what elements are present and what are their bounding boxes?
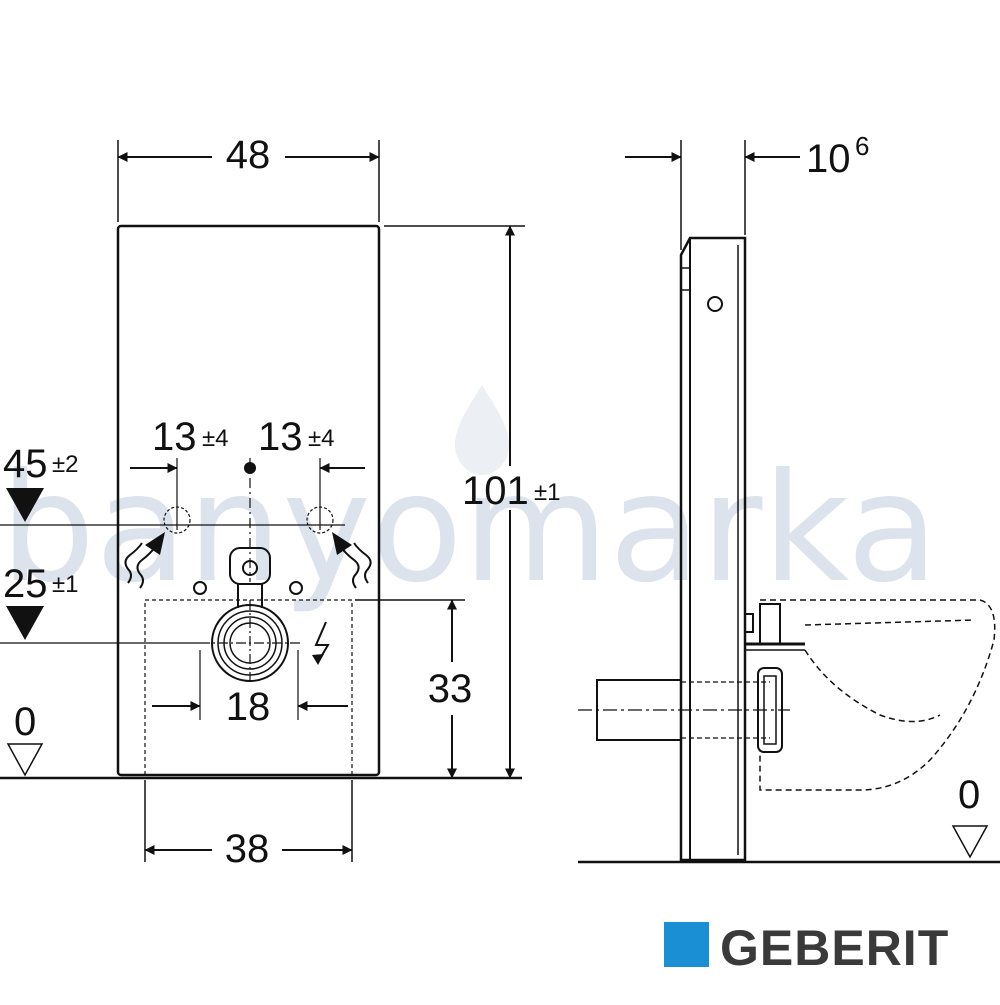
- depth-superscript: 6: [855, 131, 869, 161]
- front-view: [0, 140, 525, 862]
- floor-label-side: 0: [958, 773, 980, 817]
- drain-width-label: 18: [226, 685, 271, 729]
- level-markers-front: [6, 488, 44, 777]
- height-label: 101: [462, 469, 529, 513]
- mounting-point-left-icon: [193, 581, 207, 595]
- water-height-tolerance: ±2: [52, 451, 79, 478]
- width-label: 48: [226, 133, 271, 177]
- power-height-label: 25: [3, 562, 48, 606]
- inner-width-label: 38: [225, 827, 270, 871]
- module-side-outline: [679, 236, 747, 862]
- spacing-right-label: 13: [258, 415, 303, 459]
- installation-area: [144, 599, 353, 779]
- front-view-labels: 48 101 ±1 13 ±4 13 ±4 45 ±2 25 ±1 18 33 …: [3, 133, 561, 871]
- drain-height-label: 33: [428, 667, 473, 711]
- power-height-tolerance: ±1: [52, 571, 79, 598]
- geberit-logo: GEBERIT: [664, 920, 949, 976]
- wc-bowl-outline: [759, 599, 996, 791]
- spacing-left-label: 13: [152, 415, 197, 459]
- depth-label: 10: [806, 137, 851, 181]
- drain-pipe-icon: [200, 600, 300, 685]
- brand-square-icon: [664, 922, 709, 967]
- side-view-labels: 10 6 0: [806, 131, 989, 859]
- power-level-marker-icon: [6, 606, 44, 640]
- mounting-point-right-icon: [289, 581, 303, 595]
- floor-label-front: 0: [14, 700, 36, 744]
- water-height-label: 45: [3, 442, 48, 486]
- floor-level-marker-side-icon: [951, 825, 989, 859]
- spacing-left-tolerance: ±4: [202, 425, 229, 452]
- water-connection-right-icon: [306, 506, 334, 534]
- floor-level-marker-icon: [6, 743, 44, 777]
- electric-connection-icon: [314, 621, 330, 663]
- watermark: banyomarka: [0, 385, 939, 616]
- height-tolerance: ±1: [534, 479, 561, 506]
- brand-name: GEBERIT: [720, 920, 949, 976]
- watermark-text: banyomarka: [0, 442, 939, 616]
- water-level-marker-icon: [6, 488, 44, 522]
- flush-connector: [229, 547, 271, 585]
- drain-flange: [757, 667, 783, 753]
- module-front-outline: [116, 224, 381, 777]
- water-supply-right-icon: [332, 532, 372, 589]
- water-supply-left-icon: [124, 532, 165, 589]
- side-view: [578, 140, 1000, 864]
- water-connection-left-icon: [163, 506, 191, 534]
- spacing-right-tolerance: ±4: [308, 425, 335, 452]
